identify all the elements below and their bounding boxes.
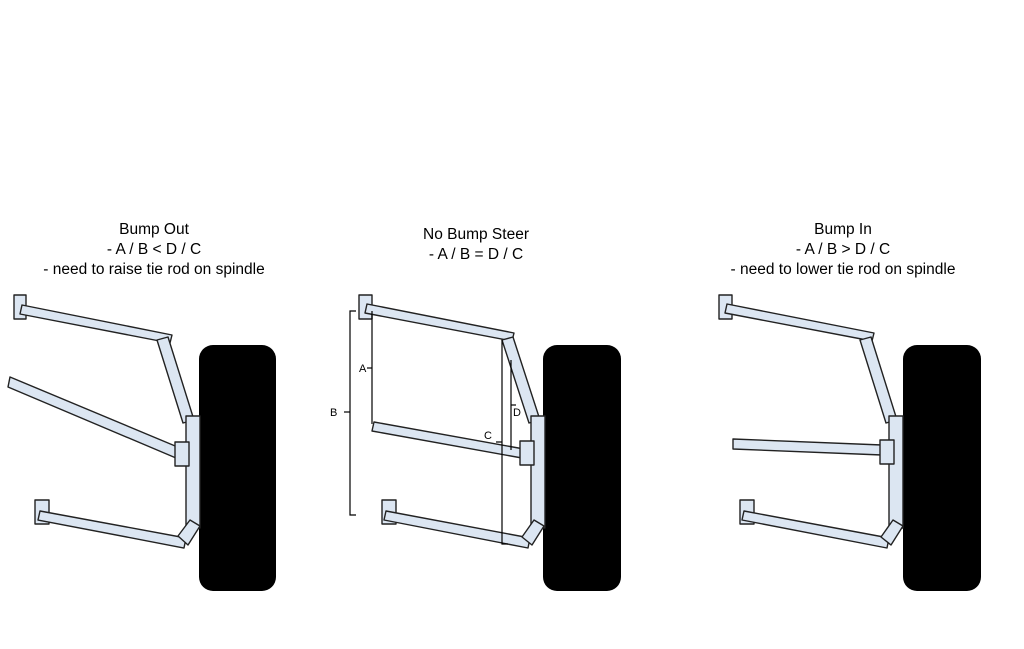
no-bump-steer-tire xyxy=(543,345,621,591)
bump-out-panel xyxy=(7,294,276,591)
no-bump-steer-title: No Bump Steer xyxy=(423,226,529,243)
no-bump-steer-panel: A B C D xyxy=(330,294,621,591)
no-bump-steer-upper-arm-drop xyxy=(501,336,541,424)
bump-out-tie-rod-end xyxy=(174,441,190,467)
bump-in-line-1: - A / B > D / C xyxy=(795,241,891,258)
dimension-c-line xyxy=(501,340,508,545)
dimension-label-b: B xyxy=(330,407,337,419)
bump-in-title: Bump In xyxy=(814,221,872,238)
bump-in-caption: Bump In - A / B > D / C - need to lower … xyxy=(683,220,1003,280)
bump-in-spindle xyxy=(888,415,904,529)
bump-out-tie-rod xyxy=(7,376,181,459)
dimension-label-a: A xyxy=(359,363,367,375)
bump-out-lower-arm xyxy=(37,510,187,549)
no-bump-steer-lower-arm-rise xyxy=(521,519,545,546)
no-bump-steer-tie-rod xyxy=(371,421,525,459)
bump-in-lower-arm xyxy=(741,510,890,549)
bump-in-tie-rod-end xyxy=(879,439,895,465)
no-bump-steer-line-1: - A / B = D / C xyxy=(428,246,524,263)
bump-in-tire xyxy=(903,345,981,591)
bump-out-upper-arm xyxy=(19,304,173,344)
bump-out-caption: Bump Out - A / B < D / C - need to raise… xyxy=(0,220,314,280)
no-bump-steer-spindle xyxy=(530,415,546,529)
no-bump-steer-lower-arm xyxy=(383,510,531,549)
no-bump-steer-caption: No Bump Steer - A / B = D / C xyxy=(316,225,636,265)
bump-out-spindle xyxy=(185,415,201,529)
bump-out-upper-arm-drop xyxy=(156,336,195,424)
bump-out-line-2: - need to raise tie rod on spindle xyxy=(43,261,265,278)
bump-in-line-2: - need to lower tie rod on spindle xyxy=(730,261,956,278)
no-bump-steer-tie-rod-end xyxy=(519,440,535,466)
bump-in-tie-rod xyxy=(732,438,883,456)
bump-in-lower-arm-rise xyxy=(880,519,904,546)
bump-in-upper-arm xyxy=(724,303,875,342)
no-bump-steer-upper-arm xyxy=(364,303,515,342)
bump-out-line-1: - A / B < D / C xyxy=(106,241,202,258)
bump-out-tire xyxy=(199,345,276,591)
bump-in-panel xyxy=(718,294,981,591)
bump-in-upper-arm-drop xyxy=(859,336,898,424)
dimension-label-c: C xyxy=(484,430,492,442)
bump-out-title: Bump Out xyxy=(119,221,189,238)
dimension-label-d: D xyxy=(513,407,521,419)
dimension-b-bracket xyxy=(349,310,356,516)
bump-out-lower-arm-rise xyxy=(177,519,201,546)
